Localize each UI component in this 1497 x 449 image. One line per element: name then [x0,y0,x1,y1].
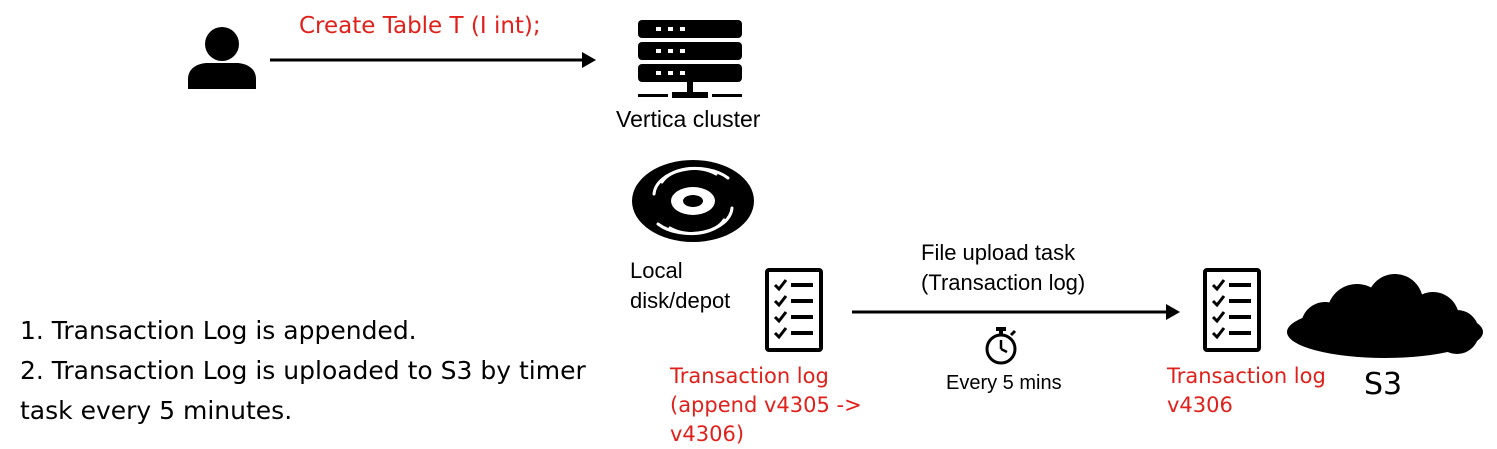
user-icon [188,27,256,89]
checklist-icon [1203,268,1261,352]
upload-task-line1: File upload task [921,240,1076,265]
s3-transaction-log-label: Transaction log v4306 [1167,362,1367,420]
local-log-line1: Transaction log [670,364,829,388]
note-line-2: 2. Transaction Log is uploaded to S3 by … [20,356,586,385]
local-transaction-log-label: Transaction log (append v4305 -> v4306) [670,362,940,449]
s3-label: S3 [1364,367,1403,402]
upload-arrow [852,304,1180,320]
checklist-icon [765,268,823,352]
upload-task-label: File upload task (Transaction log) [921,238,1141,298]
s3-log-line2: v4306 [1167,393,1233,417]
local-disk-label: Local disk/depot [630,256,770,316]
notes: 1. Transaction Log is appended. 2. Trans… [20,311,640,431]
sql-statement: Create Table T (I int); [299,13,541,39]
local-disk-label-line2: disk/depot [630,288,731,313]
create-table-arrow [270,52,596,68]
note-line-3: task every 5 minutes. [20,396,293,425]
interval-label: Every 5 mins [946,372,1062,394]
local-log-line2: (append v4305 -> v4306) [670,393,862,446]
s3-log-line1: Transaction log [1167,364,1326,388]
note-line-1: 1. Transaction Log is appended. [20,316,417,345]
server-icon [638,20,742,98]
disk-icon [632,160,754,242]
timer-icon [985,327,1017,365]
cloud-icon [1287,274,1483,358]
vertica-cluster-label: Vertica cluster [616,106,761,132]
local-disk-label-line1: Local [630,258,683,283]
upload-task-line2: (Transaction log) [921,270,1086,295]
